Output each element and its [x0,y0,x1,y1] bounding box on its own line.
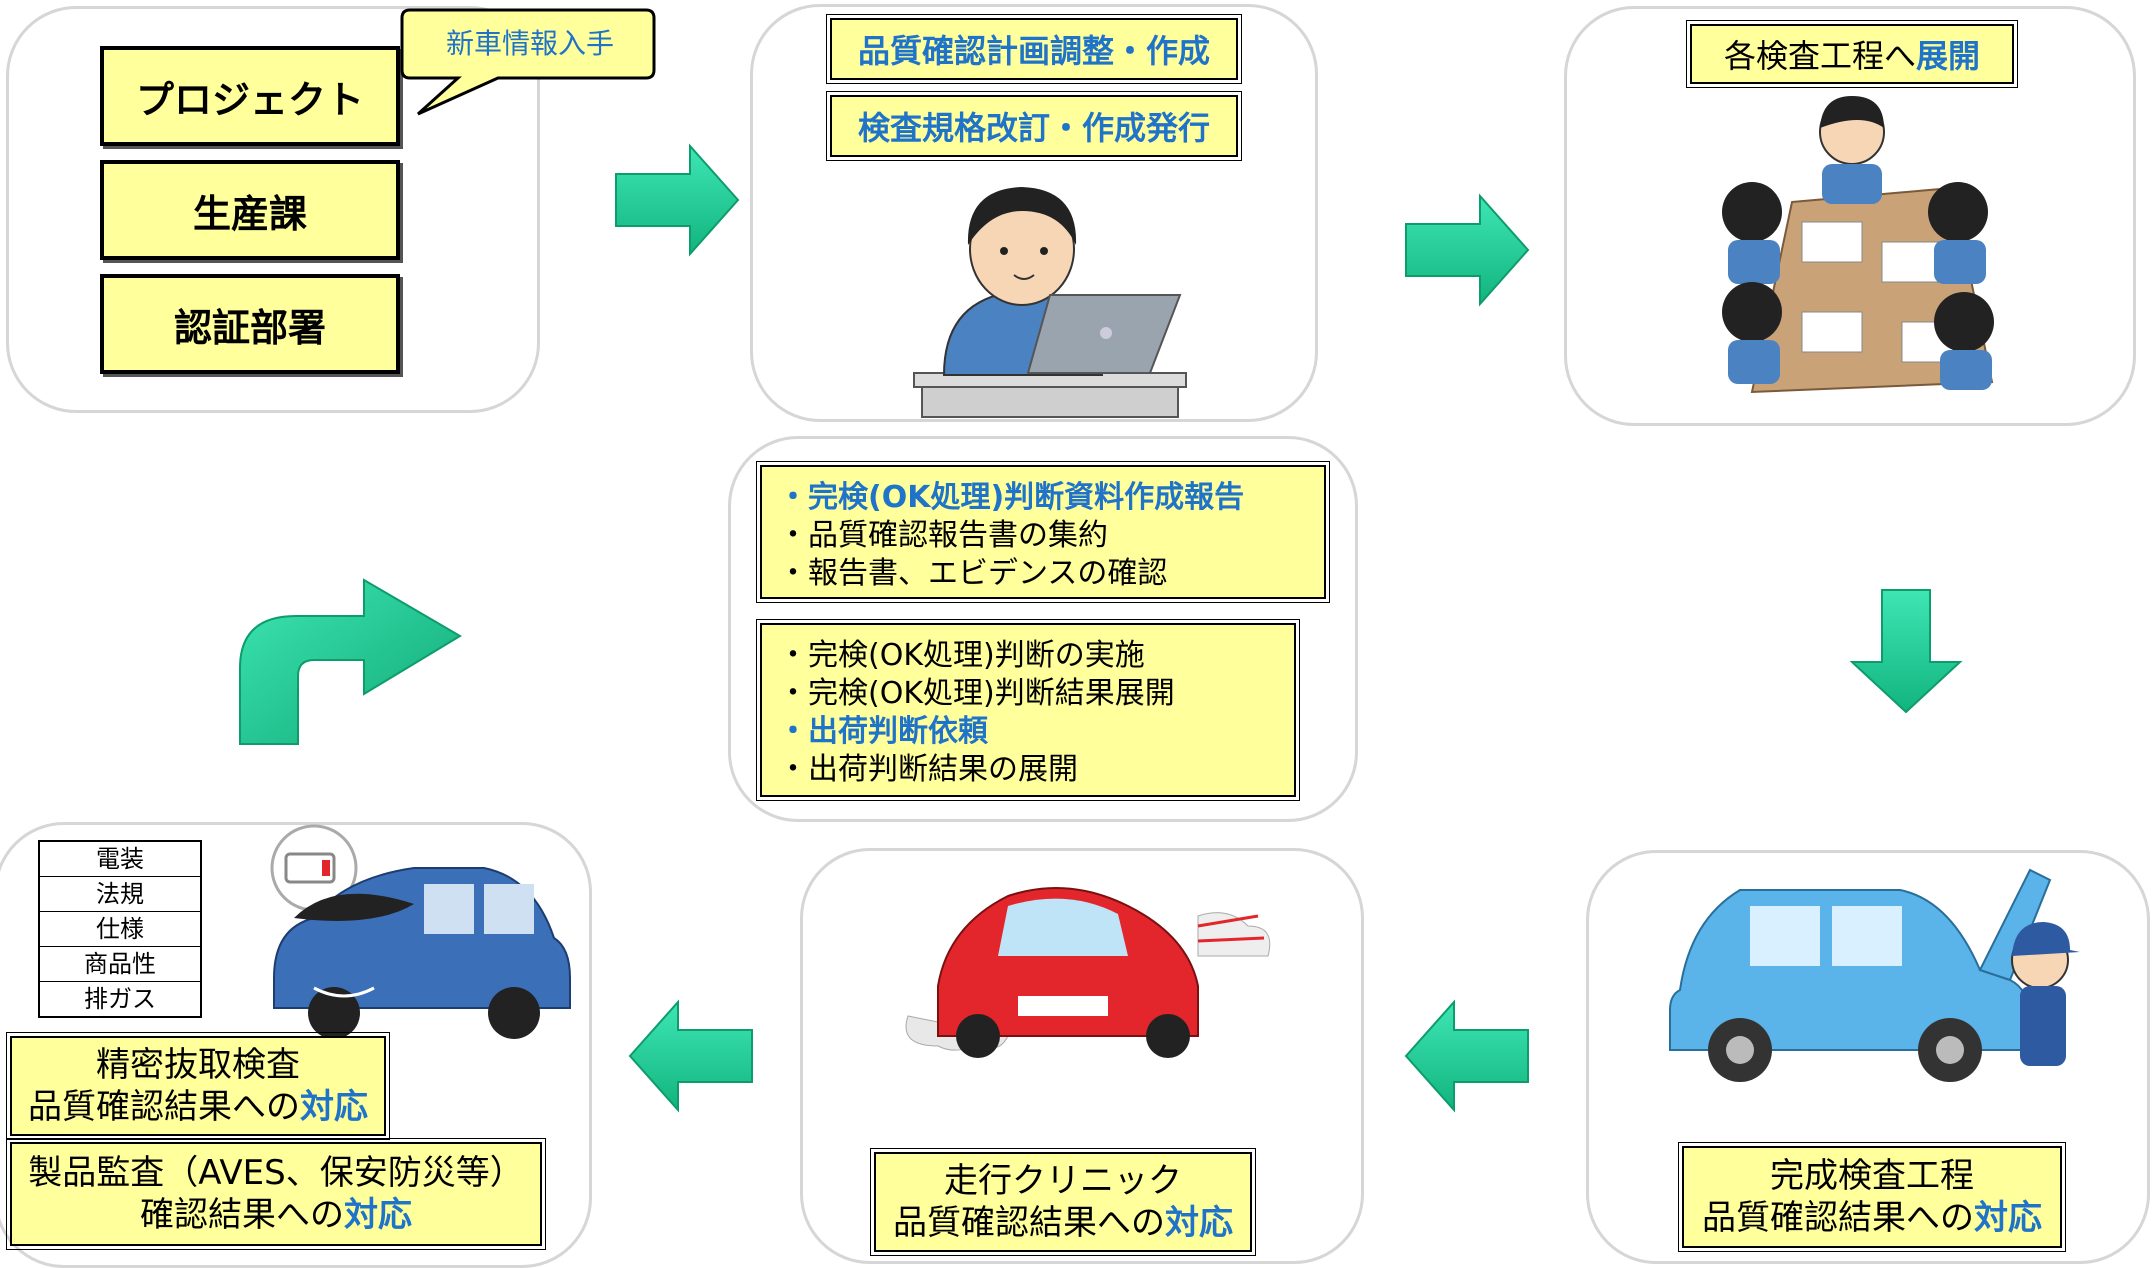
text-judge-line2: ・完検(OK処理)判断結果展開 [778,676,1175,711]
text-clinic-line2-prefix: 品質確認結果への [893,1203,1165,1243]
text-sampling-line2-prefix: 品質確認結果への [28,1087,300,1127]
table-row: 電装 [40,842,200,877]
box-final-inspection: 完成検査工程 品質確認結果への対応 [1678,1142,2066,1252]
text-clinic-line2-em: 対応 [1165,1203,1233,1243]
box-deploy-title: 各検査工程へ展開 [1686,20,2018,88]
arrow-right-icon [1405,193,1530,307]
category-table: 電装 法規 仕様 商品性 排ガス [38,840,202,1018]
arrow-right-icon [615,143,740,257]
table-row: 排ガス [84,985,156,1013]
broken-car-illustration [270,824,571,1039]
text-final-line1: 完成検査工程 [1770,1156,1974,1196]
text-sampling-line2-em: 対応 [300,1087,368,1127]
box-driving-clinic: 走行クリニック 品質確認結果への対応 [870,1148,1256,1256]
text-sampling-line1: 精密抜取検査 [96,1045,300,1085]
box-report: ・完検(OK処理)判断資料作成報告 ・品質確認報告書の集約 ・報告書、エビデンス… [756,461,1330,603]
bubble-text: 新車情報入手 [445,27,614,60]
arrow-left-icon [628,999,753,1113]
curved-arrow-icon [239,578,462,745]
table-row: 法規 [40,877,200,912]
table-row: 仕様 [40,912,200,947]
label-deploy-em: 展開 [1916,37,1981,75]
red-car-illustration [905,887,1271,1058]
worker-laptop-illustration [913,187,1187,418]
arrow-left-icon [1404,999,1529,1113]
text-judge-line1: ・完検(OK処理)判断の実施 [778,638,1145,673]
table-row: 商品性 [40,947,200,982]
text-final-line2-prefix: 品質確認結果への [1702,1198,1974,1238]
team-meeting-illustration [1722,96,1994,394]
text-audit-line1: 製品監査（AVES、保安防災等） [28,1153,524,1193]
label-production: 生産課 [192,191,307,236]
text-audit-line2-prefix: 確認結果への [140,1195,344,1235]
text-final-line2-em: 対応 [1974,1198,2042,1238]
box-project: プロジェクト [100,46,400,146]
label-certification: 認証部署 [173,305,326,350]
text-judge-line3: ・出荷判断依頼 [778,714,988,749]
text-judge-line4: ・出荷判断結果の展開 [778,752,1078,787]
box-production: 生産課 [100,160,400,260]
text-audit-line2-em: 対応 [344,1195,412,1235]
mechanic-car-illustration [1669,868,2080,1082]
box-certification: 認証部署 [100,274,400,374]
box-sampling: 精密抜取検査 品質確認結果への対応 [6,1032,390,1140]
box-plan-adjust: 品質確認計画調整・作成 [826,14,1242,84]
speech-bubble-icon [400,8,656,116]
text-report-line2: ・品質確認報告書の集約 [778,518,1108,553]
box-product-audit: 製品監査（AVES、保安防災等） 確認結果への対応 [6,1138,546,1250]
label-plan-adjust: 品質確認計画調整・作成 [857,32,1210,70]
label-spec-revise: 検査規格改訂・作成発行 [857,109,1210,147]
text-report-line3: ・報告書、エビデンスの確認 [778,556,1168,591]
box-spec-revise: 検査規格改訂・作成発行 [826,91,1242,161]
box-judgement: ・完検(OK処理)判断の実施 ・完検(OK処理)判断結果展開 ・出荷判断依頼 ・… [756,619,1300,801]
label-deploy-prefix: 各検査工程へ [1723,37,1916,75]
text-report-line1: ・完検(OK処理)判断資料作成報告 [778,480,1245,515]
label-project: プロジェクト [135,77,364,122]
arrow-down-icon [1849,589,1963,714]
text-clinic-line1: 走行クリニック [944,1161,1182,1201]
